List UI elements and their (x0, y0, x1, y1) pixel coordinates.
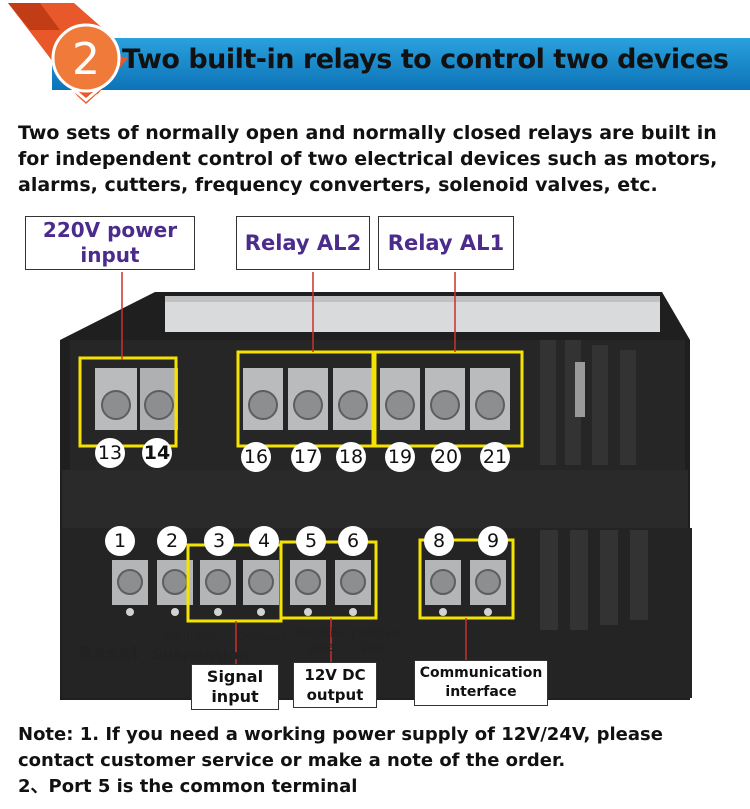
negative-pole-label: Negative pole (294, 626, 348, 654)
terminal-4: 4 (249, 526, 279, 556)
terminal-13: 13 (95, 438, 125, 468)
power-input-label: 220V power input (25, 216, 195, 270)
signal-input-label: Signal input (191, 664, 279, 710)
terminal-16: 16 (241, 442, 271, 472)
terminal-8: 8 (424, 526, 454, 556)
ribbon-badge-icon: 2 (8, 3, 128, 109)
terminal-1: 1 (105, 526, 135, 556)
communication-interface-label: Communication interface (414, 660, 548, 706)
decrease-label: Decrease (236, 630, 288, 643)
terminal-9: 9 (478, 526, 508, 556)
dc-output-label: 12V DC output (293, 662, 377, 708)
reset-label: Reset (79, 642, 140, 664)
note-line-2: 2、Port 5 is the common terminal (18, 776, 358, 797)
positive-pole-label: positive pole (351, 626, 399, 654)
terminal-17: 17 (291, 442, 321, 472)
terminal-2: 2 (157, 526, 187, 556)
terminal-19: 19 (385, 442, 415, 472)
relay-al1-label: Relay AL1 (378, 216, 514, 270)
terminal-3: 3 (204, 526, 234, 556)
note-text: Note: 1. If you need a working power sup… (18, 722, 738, 800)
title-bar (52, 38, 750, 90)
terminal-6: 6 (338, 526, 368, 556)
badge-number: 2 (72, 34, 100, 85)
terminal-20: 20 (431, 442, 461, 472)
suspension-label: Suspension (152, 646, 250, 664)
terminal-21: 21 (480, 442, 510, 472)
intro-text: Two sets of normally open and normally c… (18, 122, 718, 196)
lower-screws (112, 560, 506, 616)
relay-al2-label: Relay AL2 (236, 216, 370, 270)
terminal-18: 18 (336, 442, 366, 472)
upper-screws (95, 368, 510, 430)
additions-label: Additions (163, 630, 219, 644)
terminal-5: 5 (296, 526, 326, 556)
terminal-14: 14 (142, 438, 172, 468)
note-line-1: Note: 1. If you need a working power sup… (18, 724, 663, 771)
page-title: Two built-in relays to control two devic… (122, 44, 729, 75)
